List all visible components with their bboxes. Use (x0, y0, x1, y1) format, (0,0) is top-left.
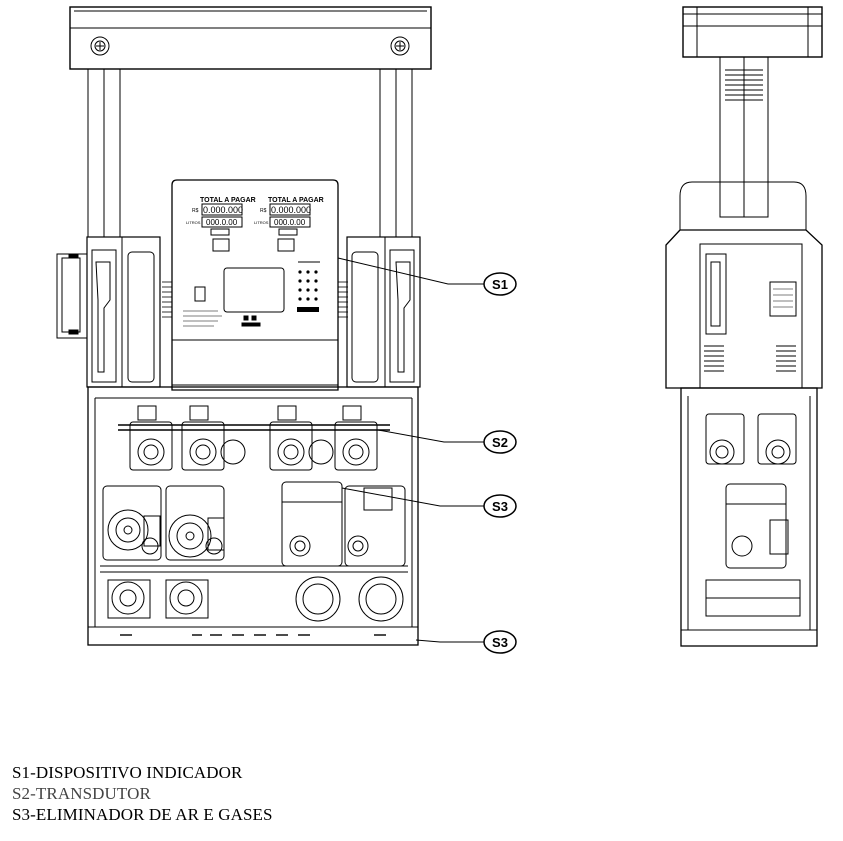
front-view: TOTAL A PAGAR R$ 0.000.000 LITROS 000.0.… (56, 6, 432, 646)
instruction-lines (183, 310, 222, 327)
display-left-liters: 000.0.00 (206, 218, 238, 227)
valve-block-4 (334, 405, 378, 471)
legend-item-s3: S3-ELIMINADOR DE AR E GASES (12, 805, 273, 824)
display-left-header: TOTAL A PAGAR (200, 197, 256, 204)
valve-block-1 (129, 405, 173, 471)
callout-s2-label: S2 (492, 435, 508, 450)
nozzle-housing-left (56, 236, 161, 388)
callout-s3-lower: S3 (415, 630, 517, 654)
keypad (297, 270, 319, 312)
side-head (679, 181, 807, 231)
valve-block-2 (181, 405, 246, 471)
display-right-liters: 000.0.00 (274, 218, 306, 227)
callout-s1-label: S1 (492, 277, 508, 292)
display-head (171, 179, 339, 391)
callout-s1: S1 (337, 257, 517, 296)
legend: S1-DISPOSITIVO INDICADOR S2-TRANSDUTOR S… (12, 762, 273, 825)
display-right: TOTAL A PAGAR R$ 0.000.000 LITROS 000.0.… (254, 197, 324, 252)
side-pump (725, 483, 789, 569)
side-valve-right (757, 413, 797, 465)
pump-unit-left-2 (165, 485, 225, 561)
display-right-header: TOTAL A PAGAR (268, 197, 324, 204)
card-slot (194, 286, 206, 302)
center-screen (223, 267, 285, 313)
side-label-plate (769, 281, 797, 317)
display-left: TOTAL A PAGAR R$ 0.000.000 LITROS 000.0.… (186, 197, 256, 252)
callout-s3-lower-label: S3 (492, 635, 508, 650)
callout-s2: S2 (377, 429, 517, 454)
nozzle-housing-right (346, 236, 421, 388)
valve-block-3 (269, 405, 334, 471)
canopy-bolt-left (90, 36, 110, 56)
motor-right-1 (295, 576, 341, 622)
front-canopy (69, 6, 432, 70)
side-cabinet (680, 387, 818, 647)
svg-text:R$: R$ (260, 208, 267, 214)
motor-left-2 (165, 579, 209, 619)
svg-text:LITROS: LITROS (186, 220, 201, 225)
canopy-bolt-right (390, 36, 410, 56)
base-plinth (87, 626, 419, 646)
svg-text:R$: R$ (192, 208, 199, 214)
svg-text:LITROS: LITROS (254, 220, 269, 225)
side-valve-left (705, 413, 745, 465)
callout-s3-upper-label: S3 (492, 499, 508, 514)
pump-unit-left-1 (102, 485, 162, 561)
legend-item-s2: S2-TRANSDUTOR (12, 784, 151, 803)
side-nozzle (705, 253, 727, 335)
display-left-price: 0.000.000 (203, 205, 243, 215)
legend-item-s1: S1-DISPOSITIVO INDICADOR (12, 763, 243, 782)
side-view (665, 6, 823, 647)
motor-left-1 (107, 579, 151, 619)
side-body (665, 229, 823, 389)
motor-right-2 (358, 576, 404, 622)
callout-s3-upper: S3 (341, 487, 517, 518)
air-eliminator-right-1 (281, 481, 343, 567)
display-right-price: 0.000.000 (271, 205, 311, 215)
head-vents (162, 281, 348, 318)
side-lower-vents (704, 345, 796, 372)
side-column-vents (725, 69, 763, 101)
